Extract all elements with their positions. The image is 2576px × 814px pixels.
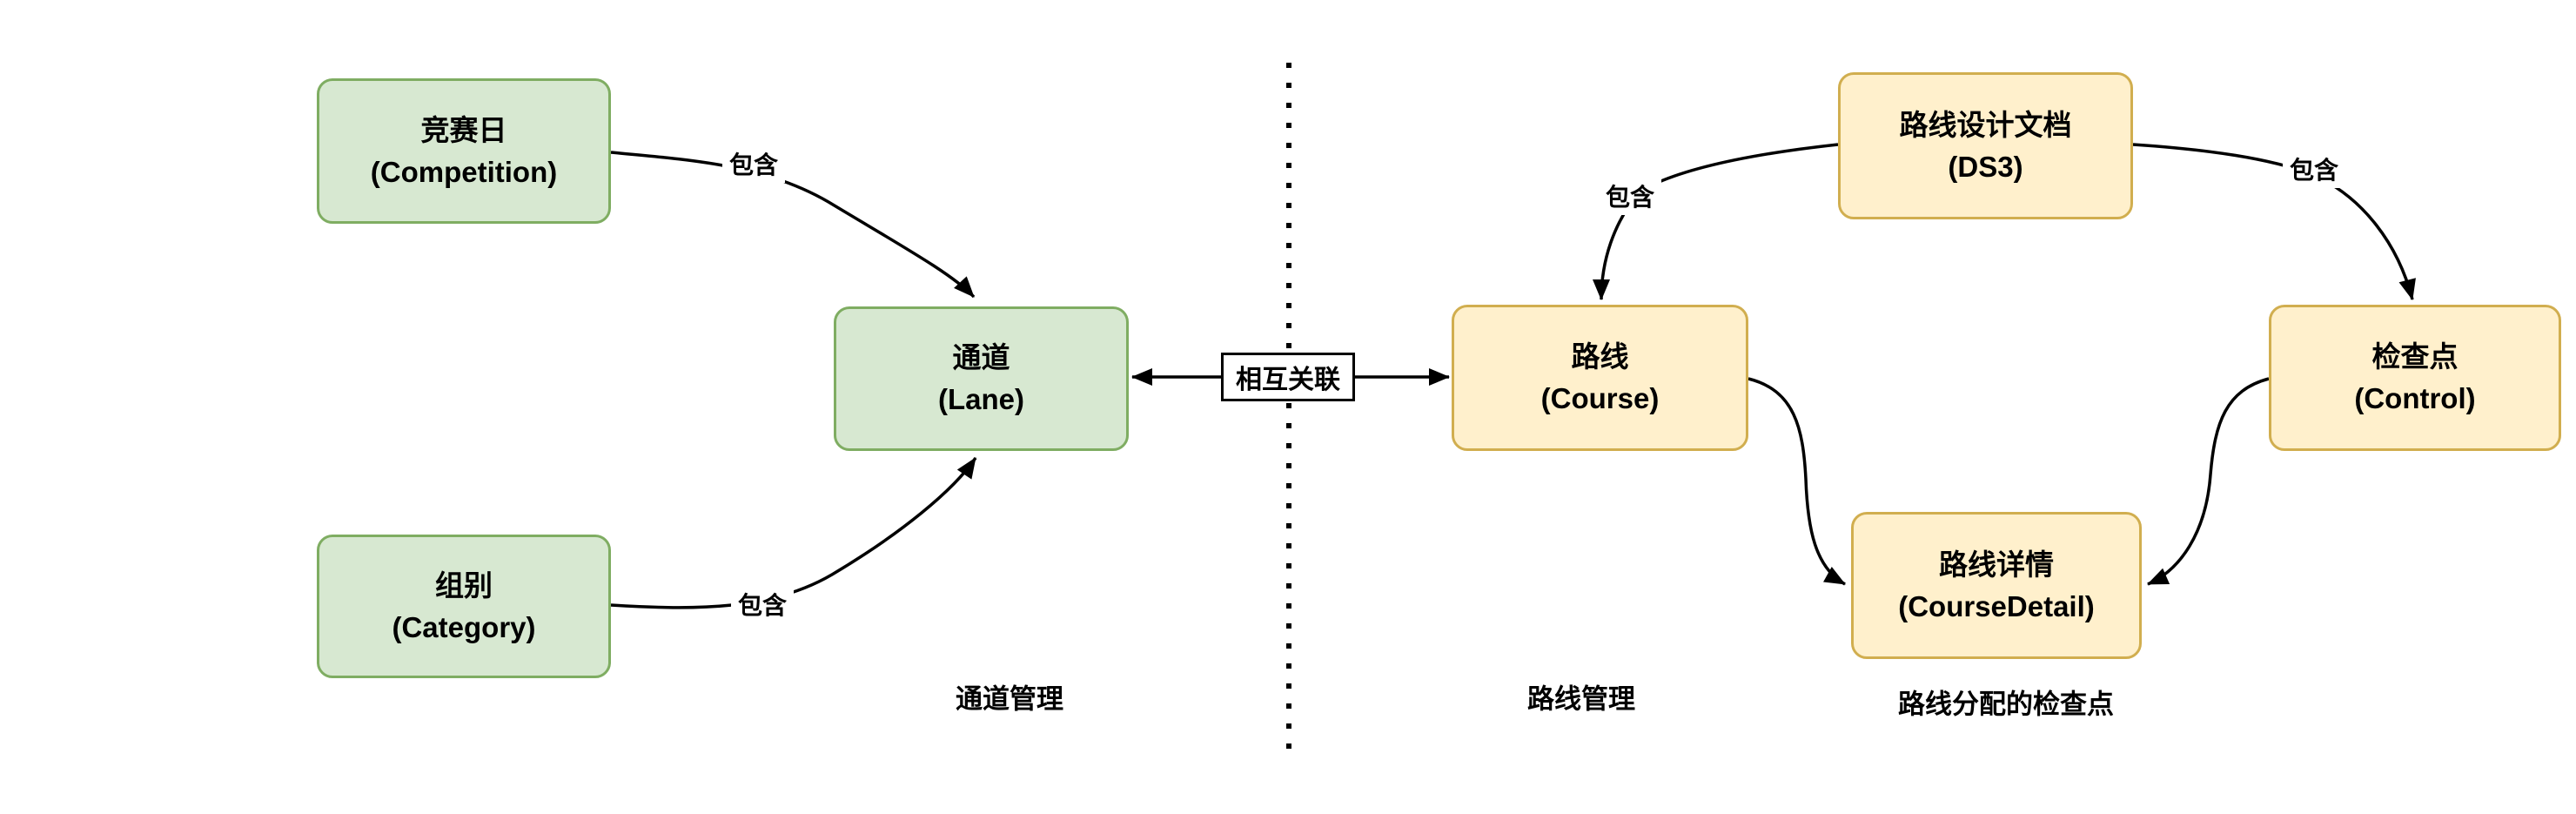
node-lane: 通道 (Lane) (834, 306, 1129, 451)
edge-course-coursedetail (1748, 377, 1846, 586)
node-course: 路线 (Course) (1452, 305, 1748, 451)
edge-control-coursedetail (2147, 377, 2270, 586)
caption-lane-management: 通道管理 (956, 683, 1063, 715)
node-control-label-en: (Control) (2354, 382, 2476, 414)
node-ds3-label-cn: 路线设计文档 (1899, 108, 2072, 141)
edge-ds3-control (2132, 143, 2416, 300)
node-competition: 竞赛日 (Competition) (317, 78, 611, 224)
node-control-label-cn: 检查点 (2371, 340, 2459, 373)
node-course-label-en: (Course) (1540, 382, 1660, 414)
node-coursedetail-label-cn: 路线详情 (1939, 548, 2054, 581)
node-ds3-label-en: (DS3) (1948, 150, 2023, 183)
caption-course-management: 路线管理 (1527, 683, 1635, 715)
edge-category-lane (610, 457, 977, 609)
node-competition-label-en: (Competition) (370, 155, 558, 188)
node-coursedetail: 路线详情 (CourseDetail) (1851, 512, 2142, 659)
node-lane-label-cn: 通道 (952, 341, 1010, 374)
node-coursedetail-label-en: (CourseDetail) (1898, 589, 2095, 622)
edge-label-ds3-control: 包含 (2282, 150, 2346, 188)
edge-competition-lane (610, 151, 976, 299)
node-category-label-en: (Category) (392, 610, 536, 643)
node-control: 检查点 (Control) (2269, 305, 2561, 451)
caption-course-assigned-controls: 路线分配的检查点 (1898, 689, 2114, 720)
edge-label-ds3-course: 包含 (1598, 177, 1662, 215)
node-category: 组别 (Category) (317, 535, 611, 678)
edge-label-category-lane: 包含 (730, 585, 795, 623)
node-competition-label-cn: 竞赛日 (420, 113, 507, 146)
edge-label-lane-course-relation: 相互关联 (1221, 353, 1355, 401)
node-ds3: 路线设计文档 (DS3) (1838, 72, 2133, 219)
node-category-label-cn: 组别 (435, 568, 493, 602)
edge-ds3-course (1593, 143, 1839, 300)
node-course-label-cn: 路线 (1571, 340, 1629, 373)
node-lane-label-en: (Lane) (938, 383, 1024, 415)
edge-label-competition-lane: 包含 (721, 145, 786, 183)
